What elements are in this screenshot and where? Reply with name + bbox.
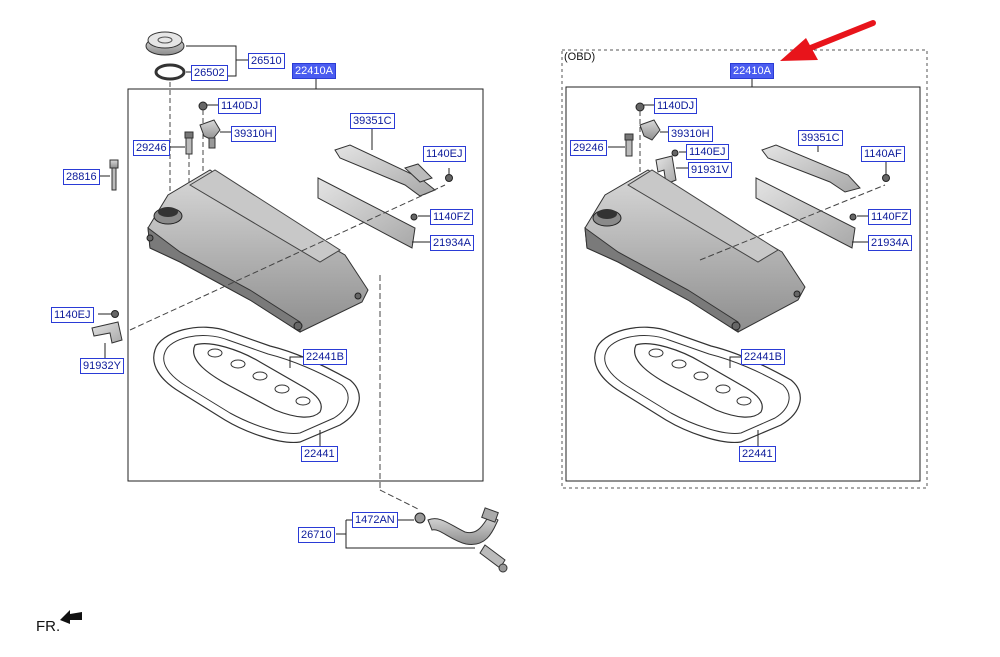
valve-cover-right xyxy=(584,169,806,333)
label-91931v[interactable]: 91931V xyxy=(688,162,732,178)
bolt-1140af-right xyxy=(882,174,890,182)
label-39351c-left[interactable]: 39351C xyxy=(350,113,395,129)
label-22441b-left[interactable]: 22441B xyxy=(303,349,347,365)
label-21934a-right[interactable]: 21934A xyxy=(868,235,912,251)
bolt-1140dj xyxy=(198,101,208,205)
gasket-22441-right xyxy=(594,326,801,444)
label-29246-left[interactable]: 29246 xyxy=(133,140,170,156)
front-arrow-icon xyxy=(60,610,82,624)
label-39310h-left[interactable]: 39310H xyxy=(231,126,276,142)
bolt-1140ej-right xyxy=(671,149,679,157)
sensor-29246 xyxy=(184,131,194,200)
label-1140fz-left[interactable]: 1140FZ xyxy=(430,209,474,225)
valve-cover-left xyxy=(146,169,369,333)
label-1472an[interactable]: 1472AN xyxy=(352,512,398,528)
label-22410a-right[interactable]: 22410A xyxy=(730,63,774,79)
highlight-arrow xyxy=(780,20,876,61)
right-variant-frame xyxy=(561,49,928,489)
label-1140fz-right[interactable]: 1140FZ xyxy=(868,209,912,225)
label-26510[interactable]: 26510 xyxy=(248,53,285,69)
baffle-21934a-right xyxy=(755,177,856,249)
label-26502[interactable]: 26502 xyxy=(191,65,228,81)
label-1140af-right[interactable]: 1140AF xyxy=(861,146,905,162)
bolt-1140dj-right xyxy=(635,102,645,112)
gasket-22441b-left xyxy=(193,343,322,418)
variant-label-obd: (OBD) xyxy=(564,51,596,63)
label-1140ej-top-left[interactable]: 1140EJ xyxy=(423,146,466,162)
bolt-1140fz-left xyxy=(410,213,418,221)
label-22441-right[interactable]: 22441 xyxy=(739,446,776,462)
label-26710[interactable]: 26710 xyxy=(298,527,335,543)
oil-filler-cap xyxy=(145,31,186,81)
label-1140dj-left[interactable]: 1140DJ xyxy=(218,98,262,114)
clamp-1472an xyxy=(414,512,426,524)
label-21934a-left[interactable]: 21934A xyxy=(430,235,474,251)
bracket-39351c-right xyxy=(761,144,861,193)
bracket-39351c-left xyxy=(334,144,436,197)
front-direction-label: FR. xyxy=(36,618,61,635)
label-1140ej-right[interactable]: 1140EJ xyxy=(686,144,729,160)
baffle-21934a-left xyxy=(317,177,416,249)
label-22410a-left[interactable]: 22410A xyxy=(292,63,336,79)
label-22441b-right[interactable]: 22441B xyxy=(741,349,785,365)
bolt-1140fz-right xyxy=(849,213,857,221)
sensor-39310h xyxy=(199,119,221,149)
label-1140ej-side-left[interactable]: 1140EJ xyxy=(51,307,94,323)
bracket-91932y xyxy=(91,321,123,344)
label-39310h-right[interactable]: 39310H xyxy=(668,126,713,142)
stud-bolt xyxy=(109,159,119,191)
label-22441-left[interactable]: 22441 xyxy=(301,446,338,462)
gasket-22441b-right xyxy=(634,343,763,418)
right-assembly-frame xyxy=(565,86,921,482)
label-29246-right[interactable]: 29246 xyxy=(570,140,607,156)
breather-hose-26710 xyxy=(427,507,508,573)
sensor-29246-right xyxy=(624,133,634,157)
label-39351c-right[interactable]: 39351C xyxy=(798,130,843,146)
label-1140dj-right[interactable]: 1140DJ xyxy=(654,98,698,114)
left-assembly-frame xyxy=(127,88,484,482)
label-28816[interactable]: 28816 xyxy=(63,169,100,185)
label-91932y[interactable]: 91932Y xyxy=(80,358,124,374)
bolt-1140ej-top-left xyxy=(445,174,453,182)
gasket-22441-left xyxy=(153,326,360,444)
bolt-1140ej-side-left xyxy=(111,310,119,318)
sensor-39310h-right xyxy=(639,119,661,141)
